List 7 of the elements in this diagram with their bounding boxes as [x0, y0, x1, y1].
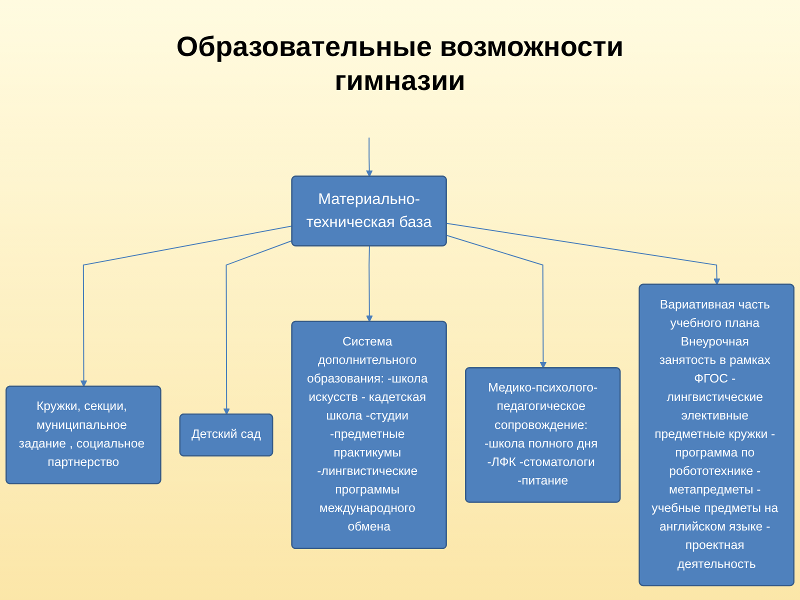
arrow: [446, 222, 720, 286]
title: Образовательные возможности гимназии: [175, 30, 625, 98]
arrow: [446, 234, 547, 368]
arrow: [366, 246, 373, 322]
arrow: [80, 226, 292, 387]
arrow: [366, 138, 373, 177]
arrow: [223, 240, 292, 415]
